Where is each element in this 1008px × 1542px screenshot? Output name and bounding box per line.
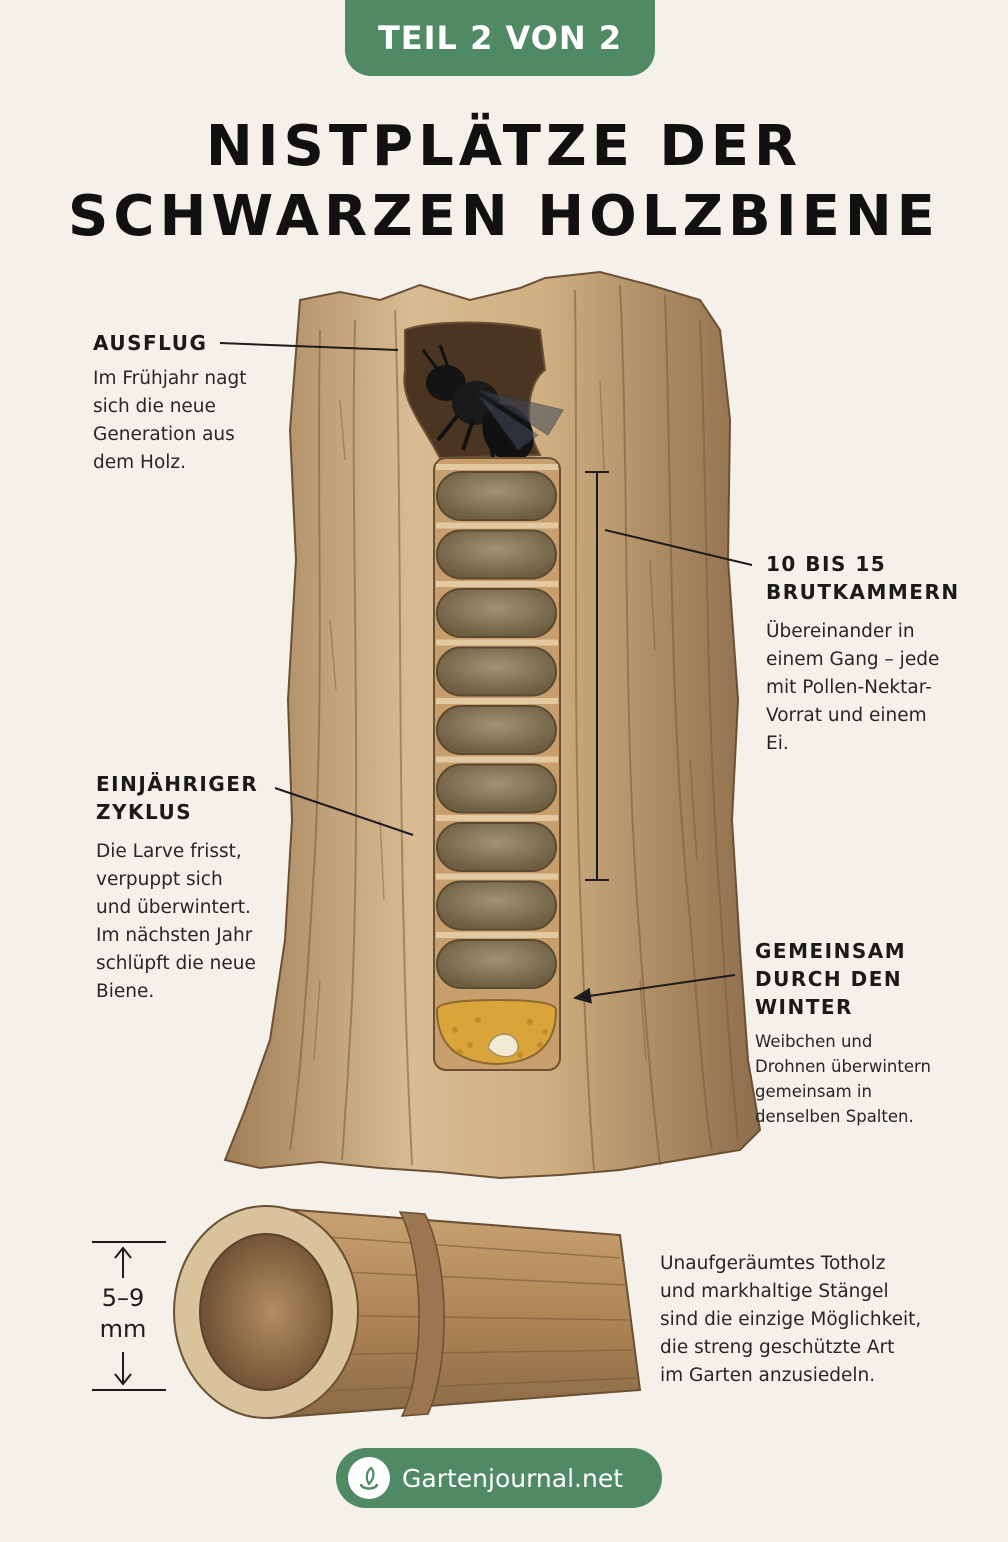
cocoon-chamber xyxy=(436,939,557,989)
callout-winter-heading: GEMEINSAM DURCH DEN WINTER xyxy=(755,939,907,1019)
leader-ausflug xyxy=(219,342,399,351)
cocoon-chamber xyxy=(436,471,557,521)
callout-zyklus-heading: EINJÄHRIGER ZYKLUS xyxy=(96,772,259,824)
leader-winter xyxy=(573,974,736,1004)
stem-caption-text: Unaufgeräumtes Totholz und markhaltige S… xyxy=(660,1253,922,1386)
page-title-line-2: SCHWARZEN HOLZBIENE xyxy=(68,184,940,249)
part-badge-label: TEIL 2 VON 2 xyxy=(377,19,623,57)
diameter-label: 5–9 mm xyxy=(99,1284,147,1343)
brood-bracket xyxy=(585,471,609,881)
larva-icon xyxy=(487,1033,519,1058)
page-title-line-1: NISTPLÄTZE DER xyxy=(205,114,803,179)
hollow-stem xyxy=(173,1205,642,1420)
callout-ausflug-body: Im Frühjahr nagt sich die neue Generatio… xyxy=(93,368,247,473)
callout-zyklus-body: Die Larve frisst, verpuppt sich und über… xyxy=(96,841,256,1002)
cocoon-chamber xyxy=(436,646,557,697)
carpenter-bee-icon xyxy=(421,344,564,462)
callout-ausflug-heading: AUSFLUG xyxy=(93,331,208,355)
brood-tunnel xyxy=(433,457,561,1071)
part-badge: TEIL 2 VON 2 xyxy=(345,0,655,76)
callout-brutkammern-heading: 10 BIS 15 BRUTKAMMERN xyxy=(766,552,960,604)
cocoon-chamber xyxy=(436,822,557,872)
callout-brutkammern: 10 BIS 15 BRUTKAMMERN Übereinander in ei… xyxy=(766,550,1001,758)
chamber-divider xyxy=(436,932,558,938)
cocoon-chamber xyxy=(436,705,557,755)
callout-ausflug: AUSFLUG Im Frühjahr nagt sich die neue G… xyxy=(93,329,293,477)
leader-brutkammern xyxy=(604,529,753,566)
brood-chambers xyxy=(436,464,558,989)
callout-winter-body: Weibchen und Drohnen überwintern gemeins… xyxy=(755,1032,931,1126)
diameter-marker xyxy=(92,1241,166,1391)
footer-brand-label: Gartenjournal.net xyxy=(402,1463,624,1493)
cocoon-chamber xyxy=(436,880,557,931)
leader-lines xyxy=(219,342,753,1004)
callout-winter: GEMEINSAM DURCH DEN WINTER Weibchen und … xyxy=(755,937,1000,1129)
chamber-divider xyxy=(436,639,558,646)
cocoon-chamber xyxy=(436,588,557,638)
chamber-divider xyxy=(436,698,558,704)
chamber-divider xyxy=(436,581,558,587)
chamber-divider xyxy=(436,815,558,821)
pollen-chamber xyxy=(435,998,558,1066)
callout-zyklus: EINJÄHRIGER ZYKLUS Die Larve frisst, ver… xyxy=(96,770,296,1006)
leader-zyklus xyxy=(274,787,414,836)
callout-brutkammern-body: Übereinander in einem Gang – jede mit Po… xyxy=(766,621,940,754)
garden-leaf-icon xyxy=(348,1457,390,1499)
chamber-divider xyxy=(436,756,558,763)
chamber-divider xyxy=(436,873,558,880)
stem-caption: Unaufgeräumtes Totholz und markhaltige S… xyxy=(660,1250,1000,1390)
chamber-divider xyxy=(436,522,558,529)
cocoon-chamber xyxy=(436,763,557,814)
chamber-divider xyxy=(436,464,558,470)
page-title: NISTPLÄTZE DER SCHWARZEN HOLZBIENE xyxy=(0,112,1008,252)
cocoon-chamber xyxy=(436,529,557,580)
footer-brand[interactable]: Gartenjournal.net xyxy=(336,1448,662,1508)
